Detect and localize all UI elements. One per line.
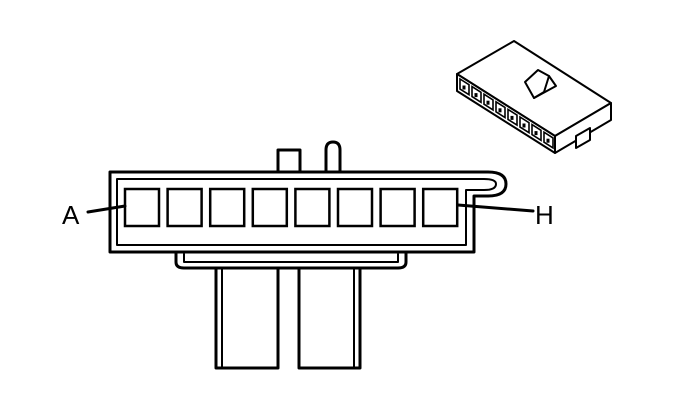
wire-lead-left: [214, 248, 280, 370]
cavity-6: [336, 187, 374, 228]
iso-latch-ramp: [533, 75, 557, 99]
connector-front-view: A H: [62, 140, 554, 370]
leader-line-a: [86, 204, 127, 214]
connector-bottom-lip-inner: [183, 253, 399, 263]
connector-isometric-view: [456, 40, 612, 154]
wire-lead-right: [297, 248, 362, 370]
iso-bottom-tab: [575, 127, 591, 149]
cavity-2: [166, 187, 203, 228]
cavity-7: [379, 187, 416, 228]
connector-body-inner-outline: [116, 178, 497, 246]
connector-latch-tab: [324, 140, 342, 176]
iso-latch: [524, 69, 550, 99]
iso-end-face: [554, 102, 612, 154]
cavity-4: [251, 187, 289, 228]
iso-terminal-4: [498, 108, 502, 113]
iso-terminal-1: [462, 85, 466, 90]
iso-terminal-6: [522, 123, 526, 128]
iso-cavity-row: [459, 77, 554, 150]
cavity-8: [421, 187, 459, 228]
cavity-1: [123, 187, 161, 228]
leader-line-h: [456, 203, 535, 213]
iso-terminal-7: [534, 131, 538, 136]
pin-label-h: H: [535, 200, 554, 230]
iso-terminal-3: [486, 100, 490, 105]
iso-terminal-5: [510, 115, 514, 120]
cavity-5: [294, 187, 331, 228]
iso-terminal-8: [546, 138, 550, 143]
pin-label-a: A: [62, 200, 80, 230]
connector-bottom-lip: [174, 250, 408, 270]
cavity-3: [208, 187, 246, 228]
iso-terminal-2: [474, 93, 478, 98]
cavity-row: [123, 187, 459, 228]
